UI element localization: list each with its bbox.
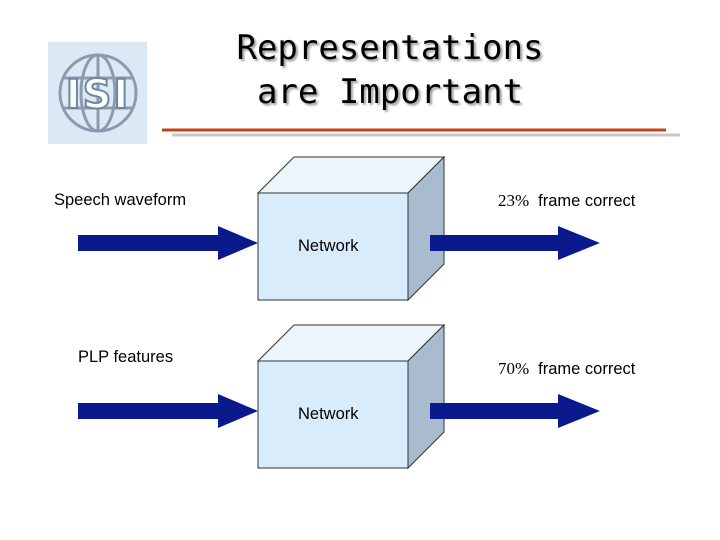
network-label-1: Network [298, 237, 359, 255]
input-arrow-1 [78, 226, 258, 260]
output-arrow-2 [430, 394, 600, 428]
result-percent-1: 23% [498, 191, 530, 210]
slide-title: Representations are Important [236, 28, 544, 112]
result-text-1: frame correct [538, 192, 636, 210]
network-box-2 [256, 323, 446, 470]
globe-icon [58, 53, 138, 133]
output-arrow-1 [430, 226, 600, 260]
title-underline [162, 128, 680, 137]
input-label-plp-features: PLP features [78, 348, 174, 366]
result-percent-2: 70% [498, 359, 530, 378]
logo-text: ISI [66, 72, 131, 118]
network-label-2: Network [298, 405, 359, 423]
network-box-1 [256, 155, 446, 302]
isi-logo: ISI [48, 42, 147, 144]
input-label-speech-waveform: Speech waveform [54, 191, 187, 209]
result-label-1: 23% frame correct [498, 191, 635, 211]
result-label-2: 70% frame correct [498, 359, 635, 379]
result-text-2: frame correct [538, 360, 636, 378]
input-arrow-2 [78, 394, 258, 428]
